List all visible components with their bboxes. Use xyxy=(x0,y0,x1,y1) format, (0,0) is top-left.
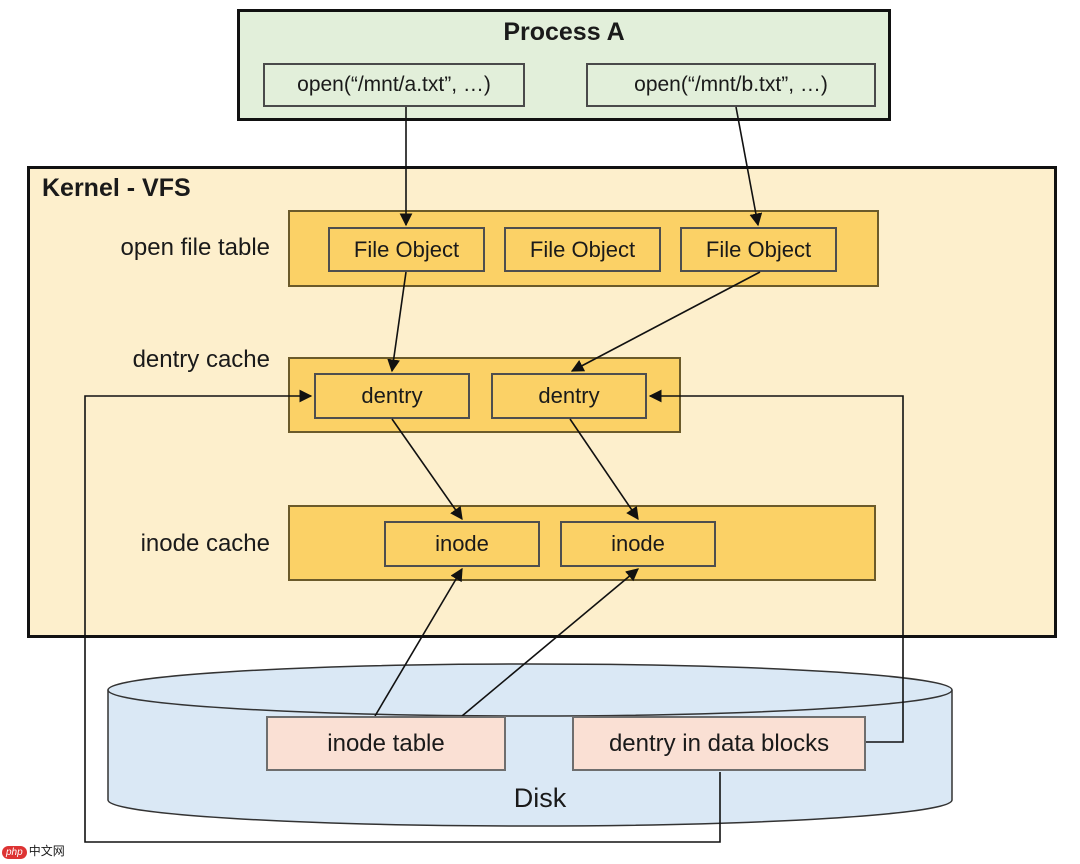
file-object-3: File Object xyxy=(680,227,837,272)
inode-1: inode xyxy=(384,521,540,567)
watermark-text: 中文网 xyxy=(28,844,65,858)
arrow-dentry2-to-inode2 xyxy=(569,418,639,521)
file-object-1: File Object xyxy=(328,227,485,272)
arrow-dentry1-to-inode1 xyxy=(391,418,463,521)
arrow-call-b-to-fileobj3 xyxy=(735,106,763,227)
file-object-2: File Object xyxy=(504,227,661,272)
open-call-b: open(“/mnt/b.txt”, …) xyxy=(586,63,876,107)
dentry-1: dentry xyxy=(314,373,470,419)
connector-arrows xyxy=(84,106,904,843)
open-call-a: open(“/mnt/a.txt”, …) xyxy=(263,63,525,107)
arrow-datablocks-to-dentry2 xyxy=(648,389,904,743)
inode-table-box: inode table xyxy=(266,716,506,771)
dentry-data-blocks-box: dentry in data blocks xyxy=(572,716,866,771)
open-file-table-label: open file table xyxy=(120,234,270,261)
arrow-inodetable-to-inode1 xyxy=(374,567,463,717)
arrow-fileobj1-to-dentry1 xyxy=(387,271,407,373)
dentry-2: dentry xyxy=(491,373,647,419)
arrow-fileobj3-to-dentry2 xyxy=(570,271,761,372)
disk-label: Disk xyxy=(513,782,567,813)
inode-cache-label: inode cache xyxy=(140,530,270,557)
arrow-inodetable-to-inode2 xyxy=(461,568,639,717)
kernel-vfs-title: Kernel - VFS xyxy=(42,174,191,202)
process-a-title: Process A xyxy=(503,17,625,46)
watermark-badge: php xyxy=(2,846,27,859)
inode-2: inode xyxy=(560,521,716,567)
arrow-datablocks-to-dentry1 xyxy=(84,389,721,843)
dentry-cache-label: dentry cache xyxy=(132,346,270,373)
